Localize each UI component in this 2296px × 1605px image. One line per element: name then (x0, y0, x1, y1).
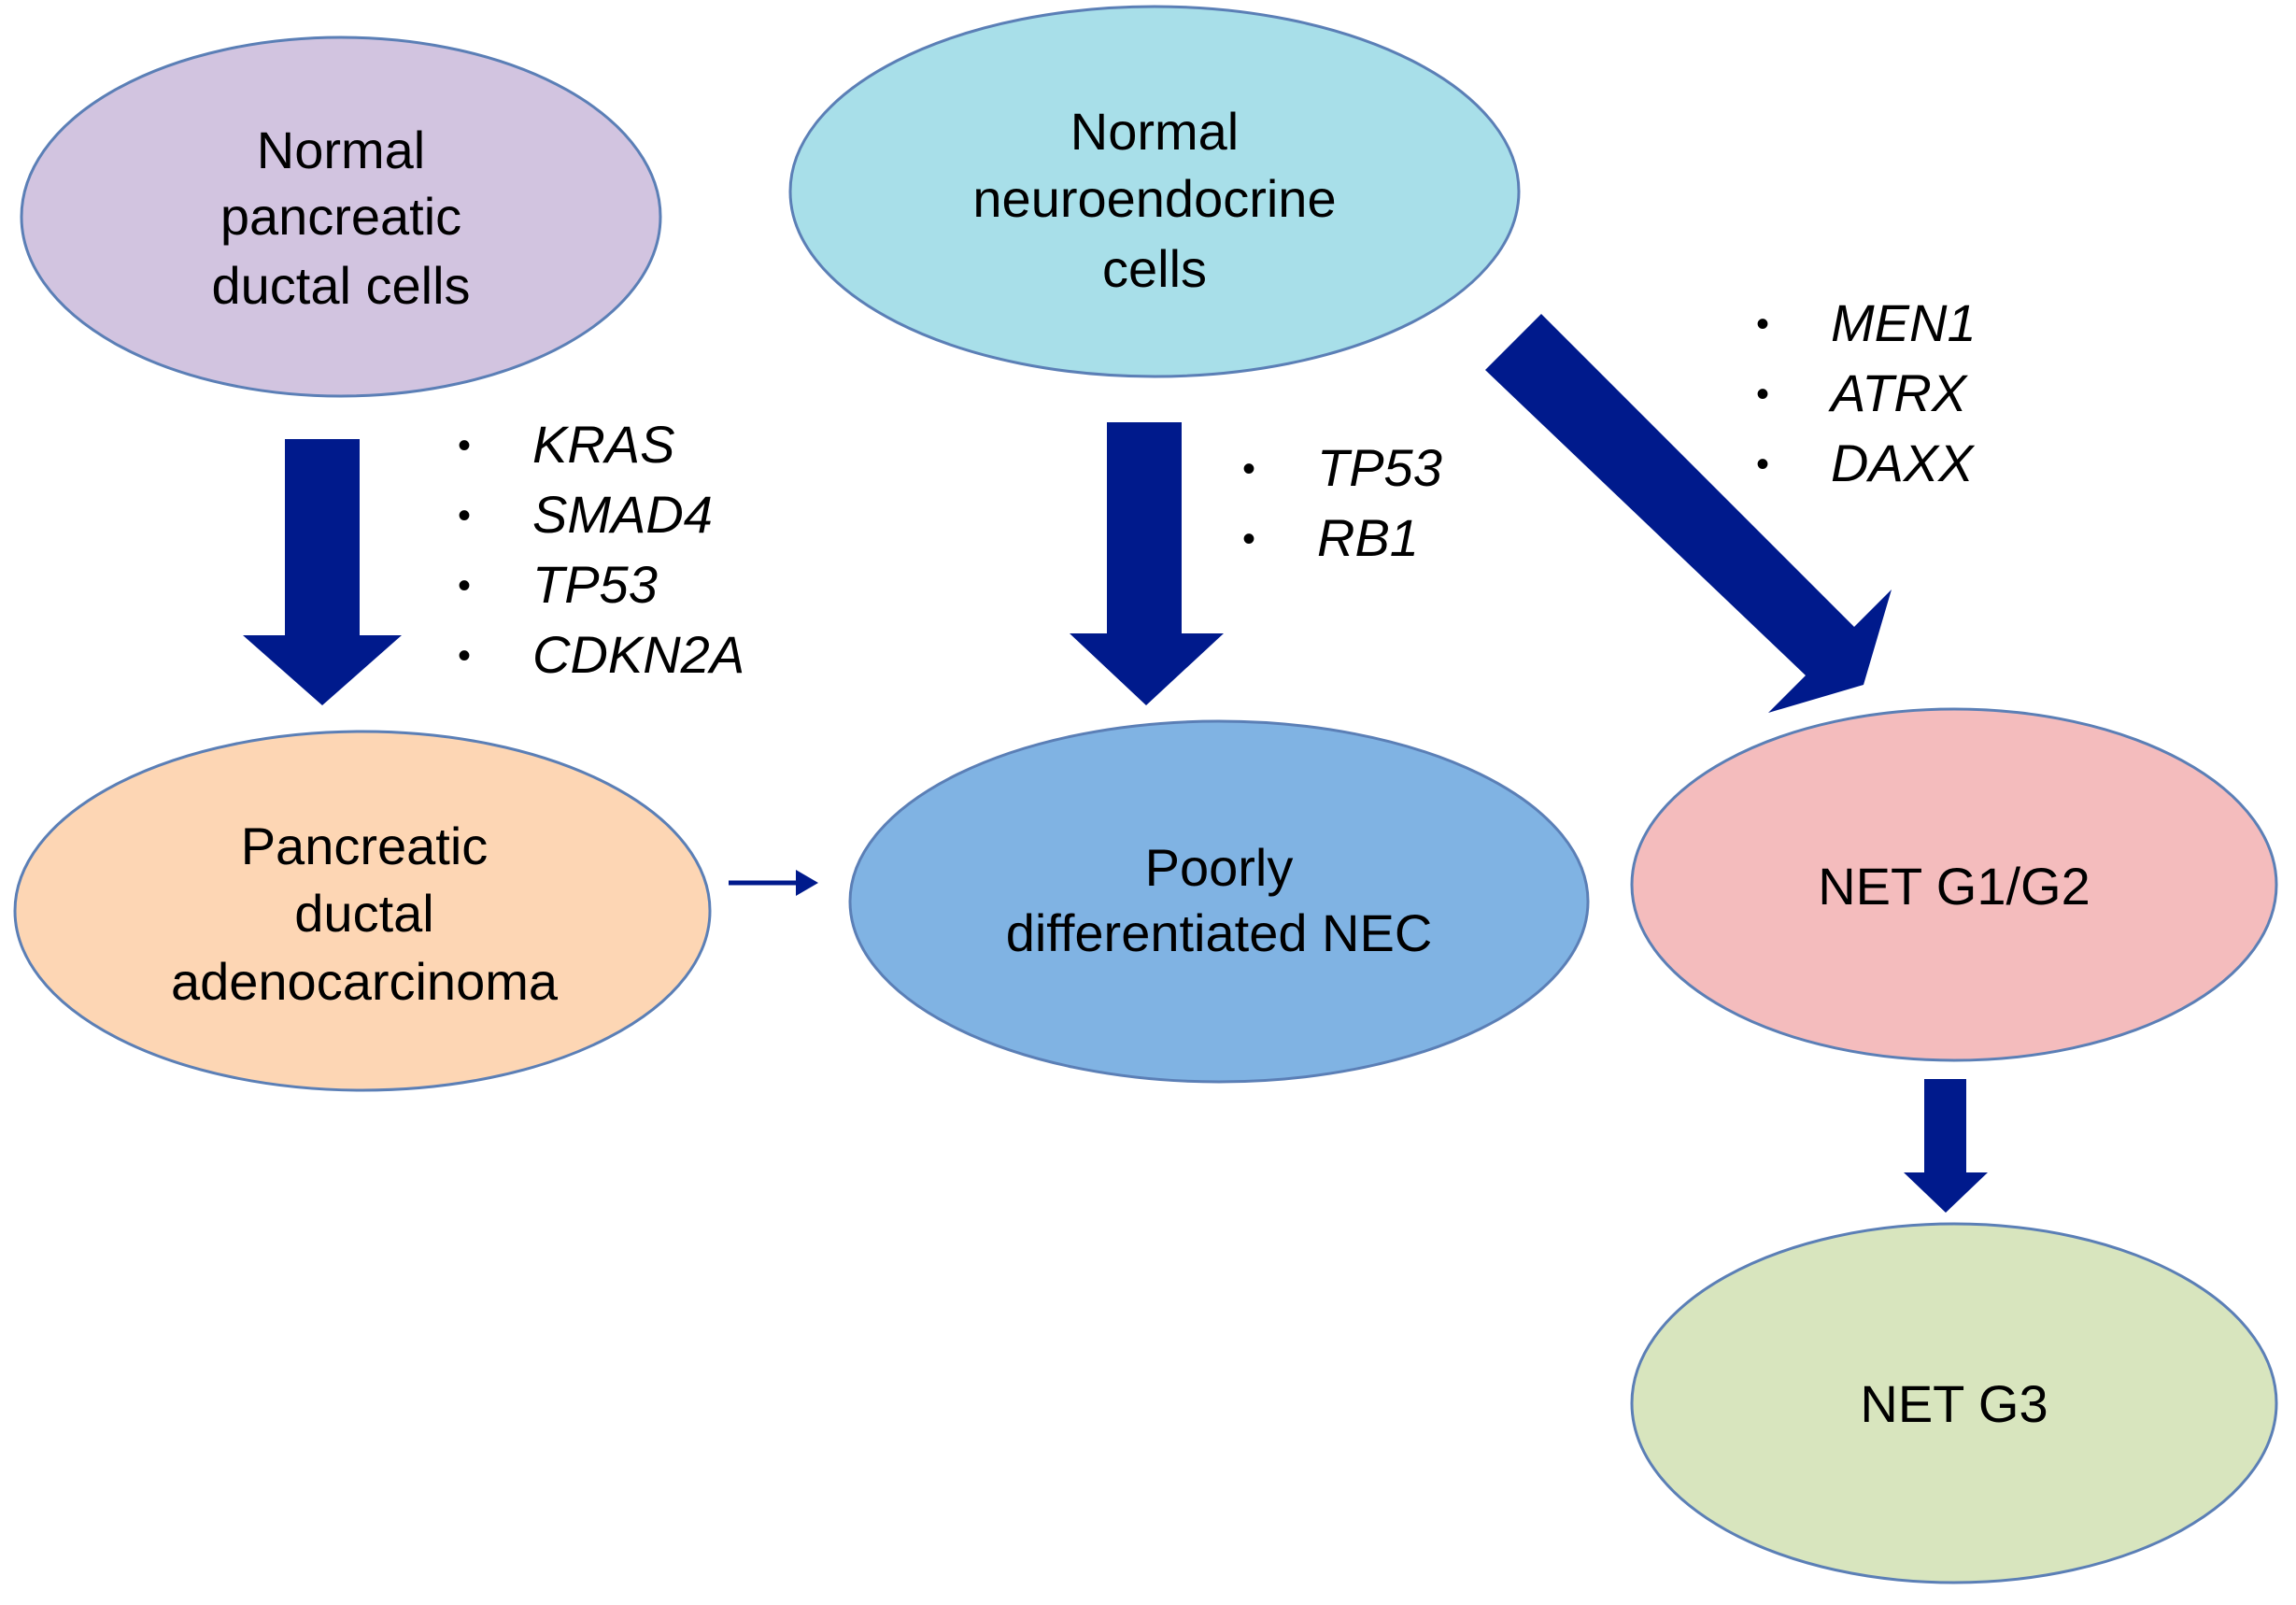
bullet: • (458, 425, 471, 466)
arrow-ductal-to-pdac (243, 439, 402, 705)
node-normal-ne-shape (788, 5, 1521, 378)
node-label: differentiated NEC (1006, 903, 1433, 962)
node-label: pancreatic (220, 187, 461, 246)
node-label: Normal (1070, 102, 1239, 161)
bullet: • (458, 635, 471, 676)
node-label: ductal cells (211, 256, 470, 315)
node-label: ductal (294, 884, 433, 943)
gene-label: SMAD4 (532, 485, 713, 544)
node-label: adenocarcinoma (171, 952, 559, 1011)
arrow-ne-to-nec (1070, 422, 1224, 705)
node-pancreatic-ductal-adenocarcinoma: Pancreatic ductal adenocarcinoma (13, 730, 712, 1092)
arrow-pdac-to-nec (729, 870, 818, 896)
gene-label: MEN1 (1831, 293, 1977, 352)
bullet: • (1242, 448, 1255, 490)
bullet: • (458, 495, 471, 536)
bullet: • (1756, 374, 1769, 415)
bullet: • (1756, 444, 1769, 485)
gene-list-ne-to-net: • MEN1 • ATRX • DAXX (1756, 293, 1977, 492)
node-pdac-shape (13, 730, 712, 1092)
node-nec-shape (848, 719, 1590, 1084)
node-label: Normal (257, 121, 425, 179)
gene-label: DAXX (1831, 433, 1976, 492)
node-normal-ductal-cells: Normal pancreatic ductal cells (20, 36, 662, 398)
node-label: cells (1102, 239, 1207, 298)
gene-label: ATRX (1828, 363, 1969, 422)
node-net-g1-g2: NET G1/G2 (1630, 707, 2278, 1062)
bullet: • (1242, 518, 1255, 560)
gene-label: TP53 (532, 555, 658, 614)
gene-list-ne-to-nec: • TP53 • RB1 (1242, 438, 1442, 567)
gene-label: RB1 (1317, 508, 1419, 567)
node-poorly-differentiated-nec: Poorly differentiated NEC (848, 719, 1590, 1084)
node-net-g3-shape (1630, 1222, 2278, 1584)
node-label: NET G1/G2 (1818, 857, 2090, 916)
gene-list-ductal-to-pdac: • KRAS • SMAD4 • TP53 • CDKN2A (458, 415, 744, 684)
node-net-g12-shape (1630, 707, 2278, 1062)
arrow-net-to-g3 (1904, 1079, 1988, 1213)
gene-label: KRAS (532, 415, 675, 474)
gene-label: CDKN2A (532, 625, 744, 684)
node-label: Pancreatic (241, 817, 489, 875)
node-normal-neuroendocrine-cells: Normal neuroendocrine cells (788, 5, 1521, 378)
node-label: Poorly (1145, 838, 1294, 897)
arrow-ne-to-net (1485, 314, 1892, 713)
node-label: NET G3 (1860, 1374, 2048, 1433)
node-net-g3: NET G3 (1630, 1222, 2278, 1584)
bullet: • (458, 565, 471, 606)
node-label: neuroendocrine (972, 169, 1336, 228)
bullet: • (1756, 304, 1769, 345)
gene-label: TP53 (1317, 438, 1442, 497)
node-normal-ductal-shape (20, 36, 662, 398)
